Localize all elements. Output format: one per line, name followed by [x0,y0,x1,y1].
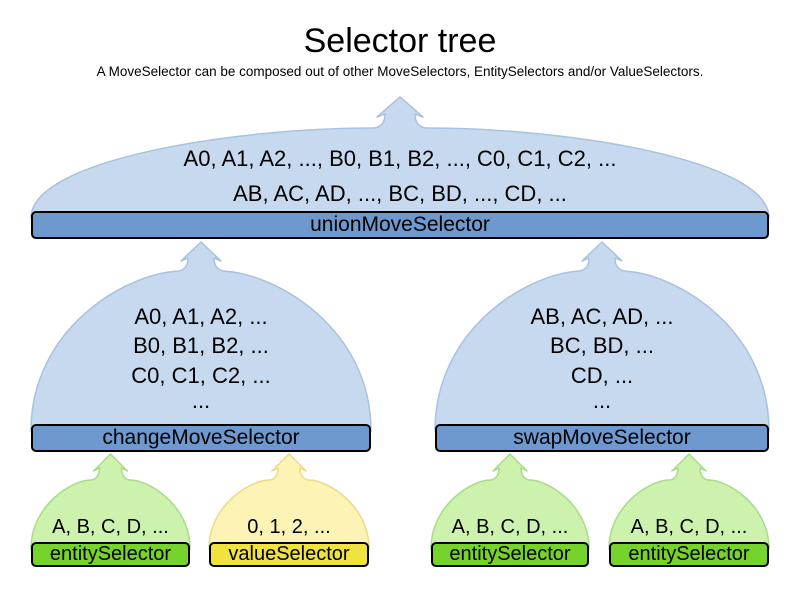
swap-funnel-line: AB, AC, AD, ... [530,304,674,329]
entity-funnel-line: A, B, C, D, ... [630,516,748,538]
diagram-title: Selector tree [303,22,497,60]
entity-funnel-line: A, B, C, D, ... [451,516,569,538]
entity-selector-bar: entitySelector [431,542,589,567]
change-funnel-line: B0, B1, B2, ... [133,333,269,358]
value-funnel-line: 0, 1, 2, ... [247,516,331,538]
union-funnel-line: AB, AC, AD, ..., BC, BD, ..., CD, ... [233,181,567,206]
swap-funnel-line: BC, BD, ... [550,333,654,358]
swap-funnel-line: ... [592,388,612,413]
union-move-selector-bar: unionMoveSelector [31,211,769,239]
entity3-funnel-shape [608,453,770,550]
change-funnel-line: C0, C1, C2, ... [131,363,271,388]
entity-selector-bar: entitySelector [31,542,190,567]
entity-selector-bar: entitySelector [609,542,769,567]
entity1-funnel-shape [30,453,191,550]
value1-funnel-shape [208,453,370,550]
swap-move-selector-bar: swapMoveSelector [435,424,769,452]
change-move-selector-bar: changeMoveSelector [31,424,371,452]
change-funnel-line: A0, A1, A2, ... [134,304,268,329]
change-funnel-shape [30,241,372,432]
union-funnel-line: A0, A1, A2, ..., B0, B1, B2, ..., C0, C1… [183,146,617,171]
change-funnel-line: ... [191,388,211,413]
entity-funnel-line: A, B, C, D, ... [52,516,169,538]
diagram-subtitle: A MoveSelector can be composed out of ot… [96,64,704,79]
entity2-funnel-shape [430,453,590,550]
value-selector-bar: valueSelector [209,542,369,567]
swap-funnel-shape [434,241,770,432]
swap-funnel-line: CD, ... [570,363,634,388]
union-funnel-shape [30,96,770,219]
